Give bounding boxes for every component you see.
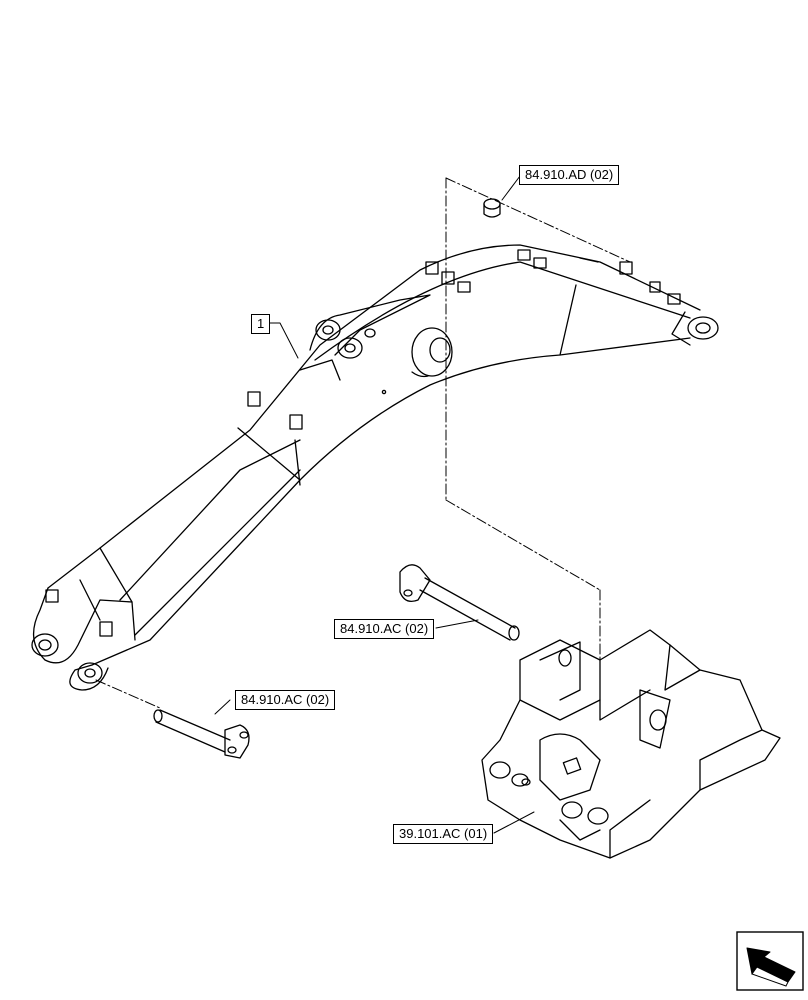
mounting-frame	[481, 629, 781, 859]
boom-pin	[399, 564, 520, 641]
callout-cylinder-pin-ref: 84.910.AC (02)	[235, 690, 336, 710]
callout-boom-pin-ref: 84.910.AC (02)	[334, 619, 435, 639]
bushing	[483, 198, 501, 218]
centerlines	[95, 177, 631, 709]
callout-item-1: 1	[251, 314, 271, 334]
cylinder-pin	[153, 709, 250, 759]
boom	[31, 244, 719, 691]
next-page-arrow-icon[interactable]	[736, 931, 804, 991]
leader-lines	[214, 175, 535, 834]
callout-frame-ref: 39.101.AC (01)	[393, 824, 494, 844]
callout-bushing-ref: 84.910.AD (02)	[519, 165, 620, 185]
